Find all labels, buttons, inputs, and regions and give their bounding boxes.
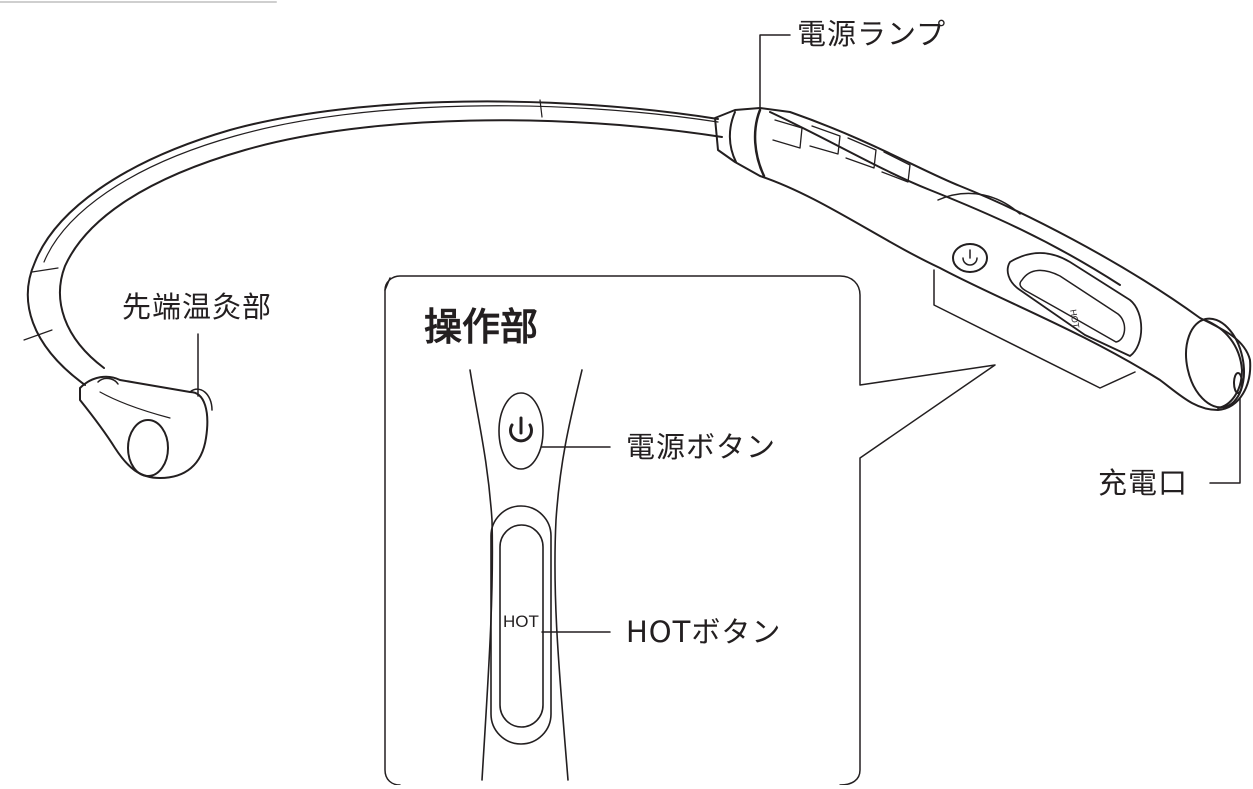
tip-heater-head [79,375,213,479]
tip-heater-label: 先端温灸部 [122,290,273,324]
hot-button-text: HOT [503,612,539,631]
operation-panel-title: 操作部 [424,305,539,349]
handle-body [714,107,1252,411]
svg-text:HOT: HOT [1068,309,1081,330]
flexible-arm [23,99,723,386]
leader-lines [197,34,1241,633]
operation-panel-zoom [469,369,583,781]
charge-port-label: 充電口 [1098,466,1189,500]
power-symbol-icon [509,416,533,443]
power-button-label: 電源ボタン [626,430,777,464]
power-lamp-label: 電源ランプ [797,17,947,51]
hot-button-label: HOTボタン [626,615,782,649]
